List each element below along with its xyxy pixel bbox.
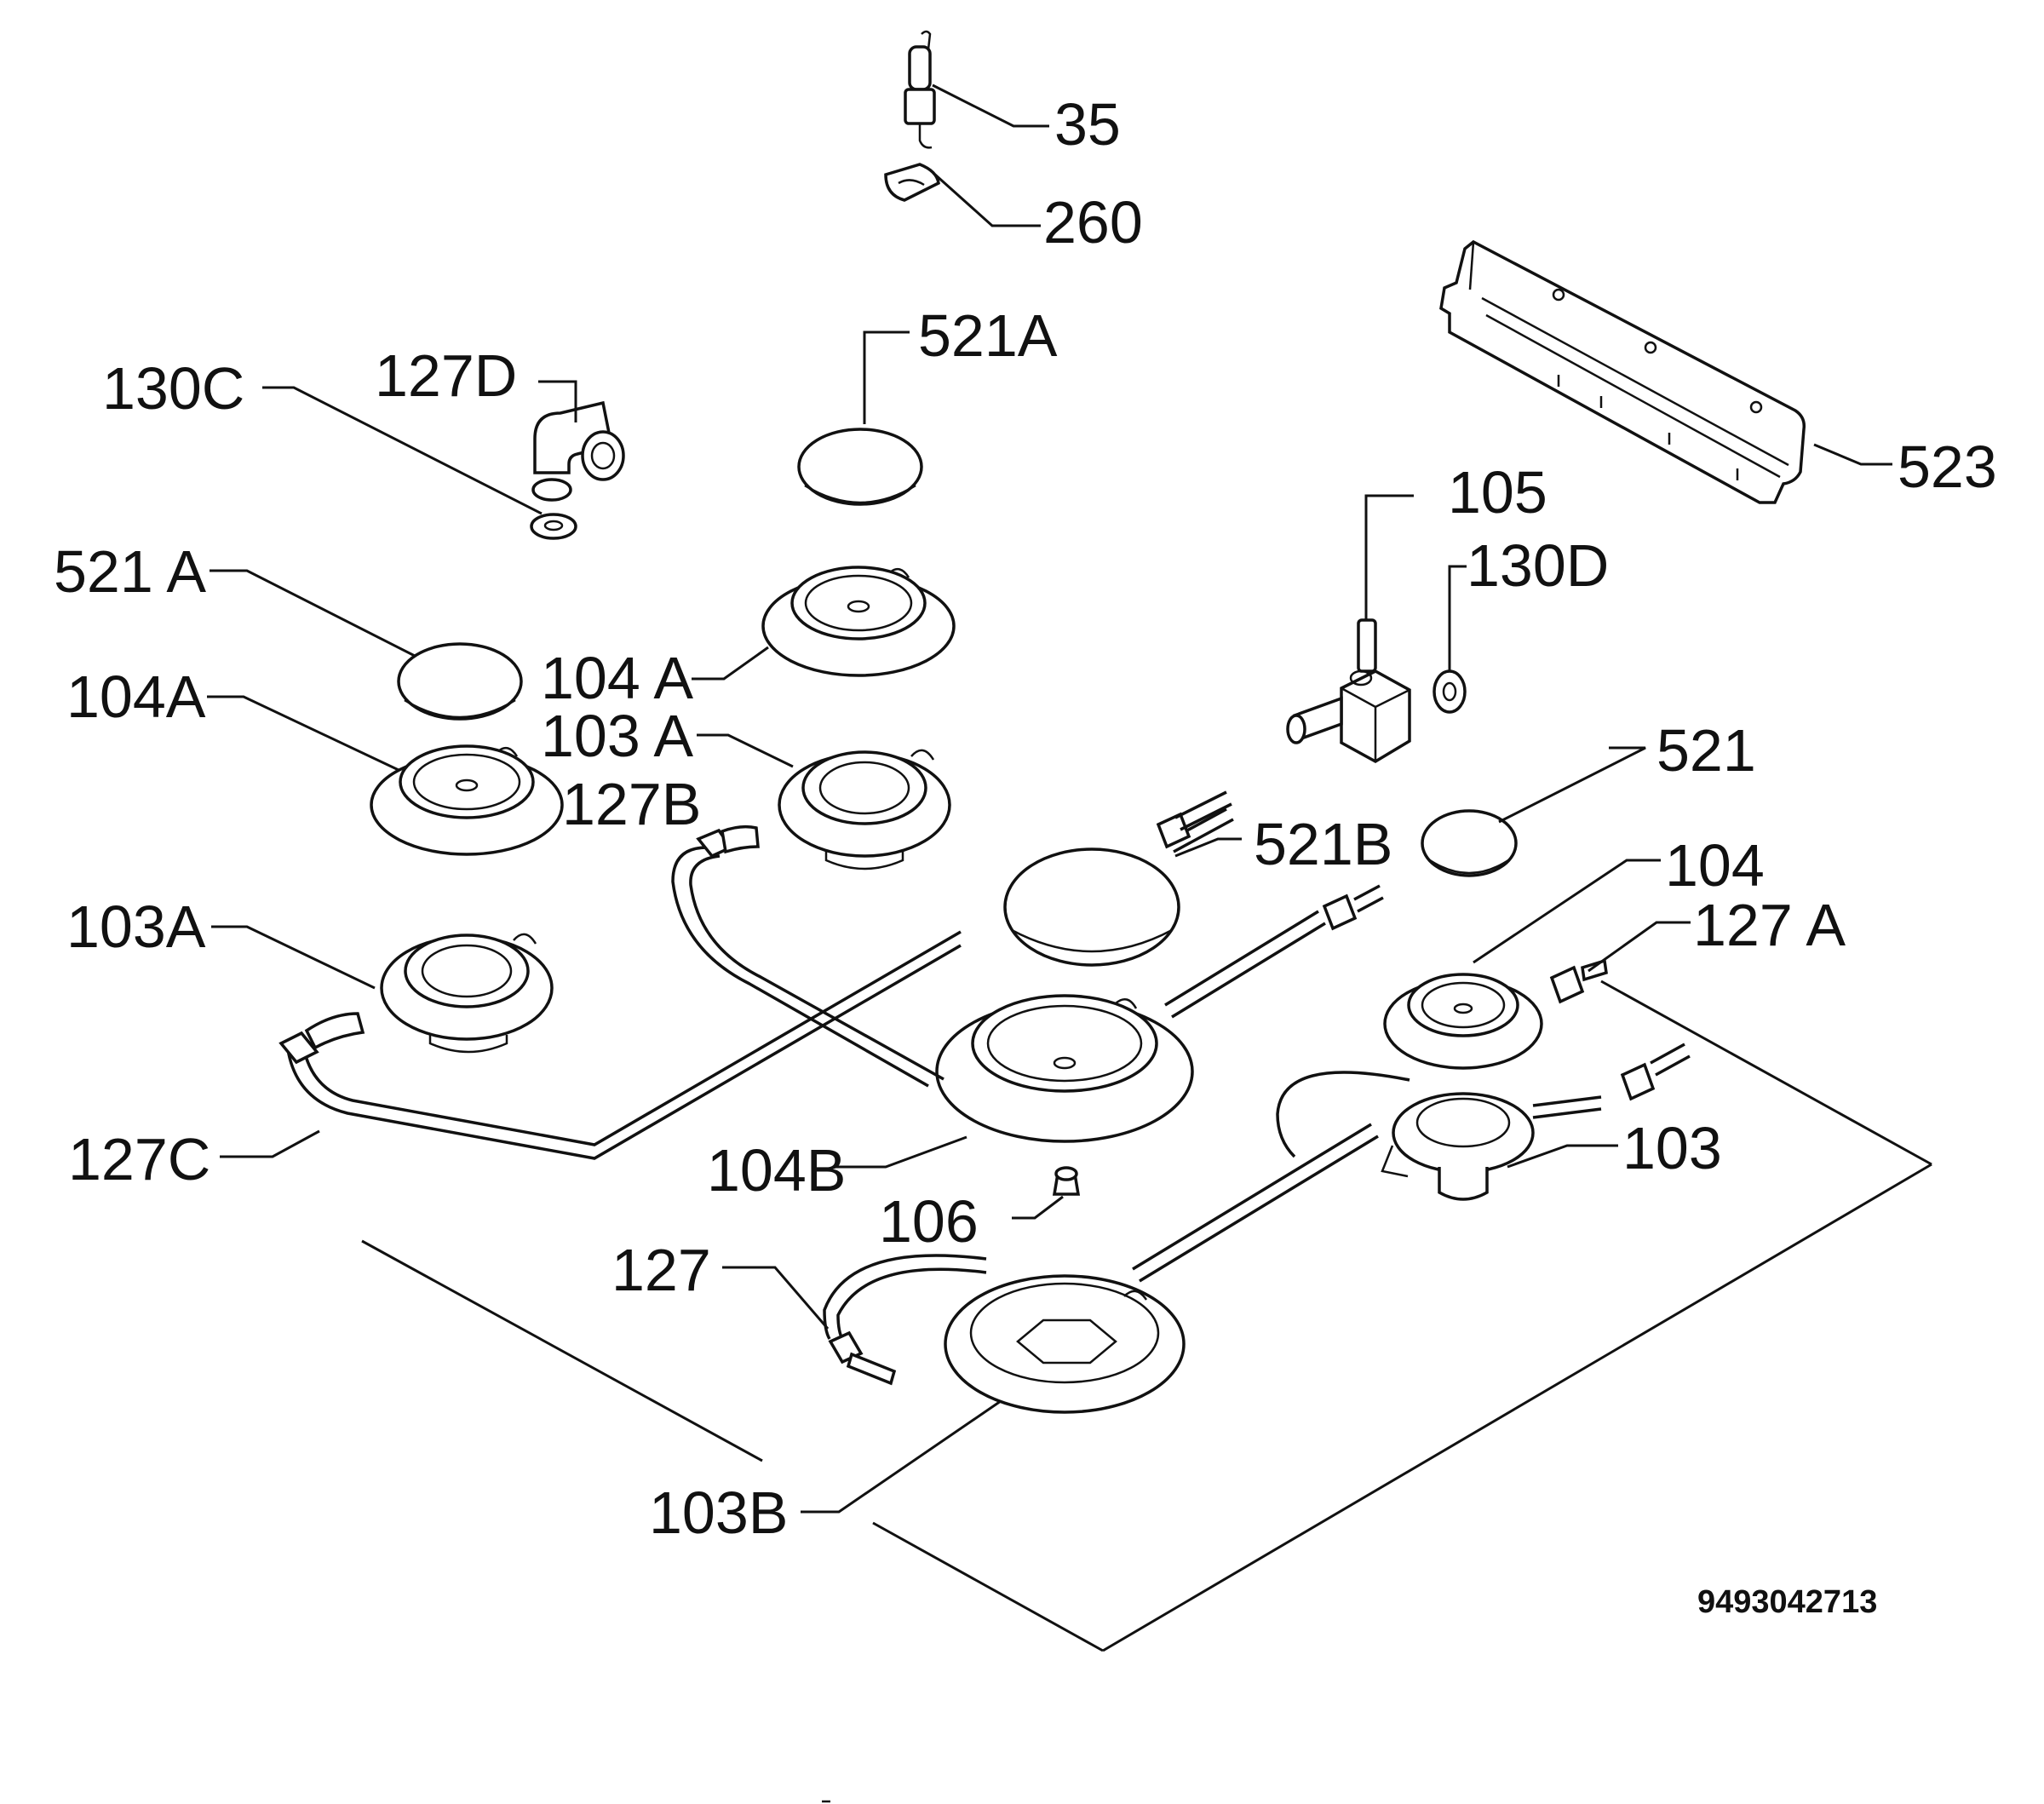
washer-130d-part [1433,669,1467,714]
hob-outline [361,980,1932,1652]
label-127d: 127D [375,342,517,409]
pipe-connectors [278,790,1691,1386]
label-103: 103 [1622,1115,1722,1181]
bracket-523-part [1439,239,1806,504]
burner-head-104a-mid [761,566,956,677]
label-127a: 127 A [1693,892,1846,958]
label-104a-mid: 104 A [541,645,693,711]
washer-130c-part [530,513,577,540]
label-127b: 127B [562,771,701,837]
label-103a-left: 103A [66,893,206,960]
burner-cap-521a-top [797,428,923,506]
label-521a-left: 521 A [54,538,206,605]
label-103a-mid: 103 A [541,703,693,769]
label-127c: 127C [68,1126,210,1192]
label-130d: 130D [1467,532,1609,599]
label-104: 104 [1665,832,1765,899]
clip-part [884,163,940,202]
label-260: 260 [1043,189,1143,256]
label-521: 521 [1656,717,1756,784]
label-103b: 103B [649,1479,788,1546]
label-127: 127 [611,1237,711,1303]
part-labels: 35 260 521A 130C 127D 523 105 130D 521 A… [54,91,1997,1620]
valve-105-part [1286,618,1411,764]
burner-head-104b [935,994,1194,1143]
label-521b: 521B [1254,811,1392,877]
burner-body-103 [1381,1092,1535,1201]
leader-lines [207,83,1892,1514]
label-106: 106 [879,1188,979,1255]
burner-head-104a-left [370,744,564,856]
injector-106-part [1052,1166,1081,1196]
label-105: 105 [1448,459,1547,526]
burner-cap-521 [1421,809,1518,877]
label-104a-left: 104A [66,664,206,730]
label-35: 35 [1054,91,1121,158]
burner-body-103a-left [380,933,554,1054]
burner-cap-521b [1003,847,1180,967]
burner-head-104 [1383,973,1543,1070]
drawing-number: 9493042713 [1697,1584,1877,1620]
burner-cap-521a-left [397,642,523,721]
label-523: 523 [1898,434,1997,500]
label-130c: 130C [102,355,244,422]
thermocouple-part [904,30,936,149]
label-104b: 104B [707,1137,846,1204]
elbow-fitting-part [531,400,625,502]
label-521a-top: 521A [918,302,1058,369]
burner-body-103b [944,1274,1186,1414]
burner-body-103a-mid [778,749,951,870]
